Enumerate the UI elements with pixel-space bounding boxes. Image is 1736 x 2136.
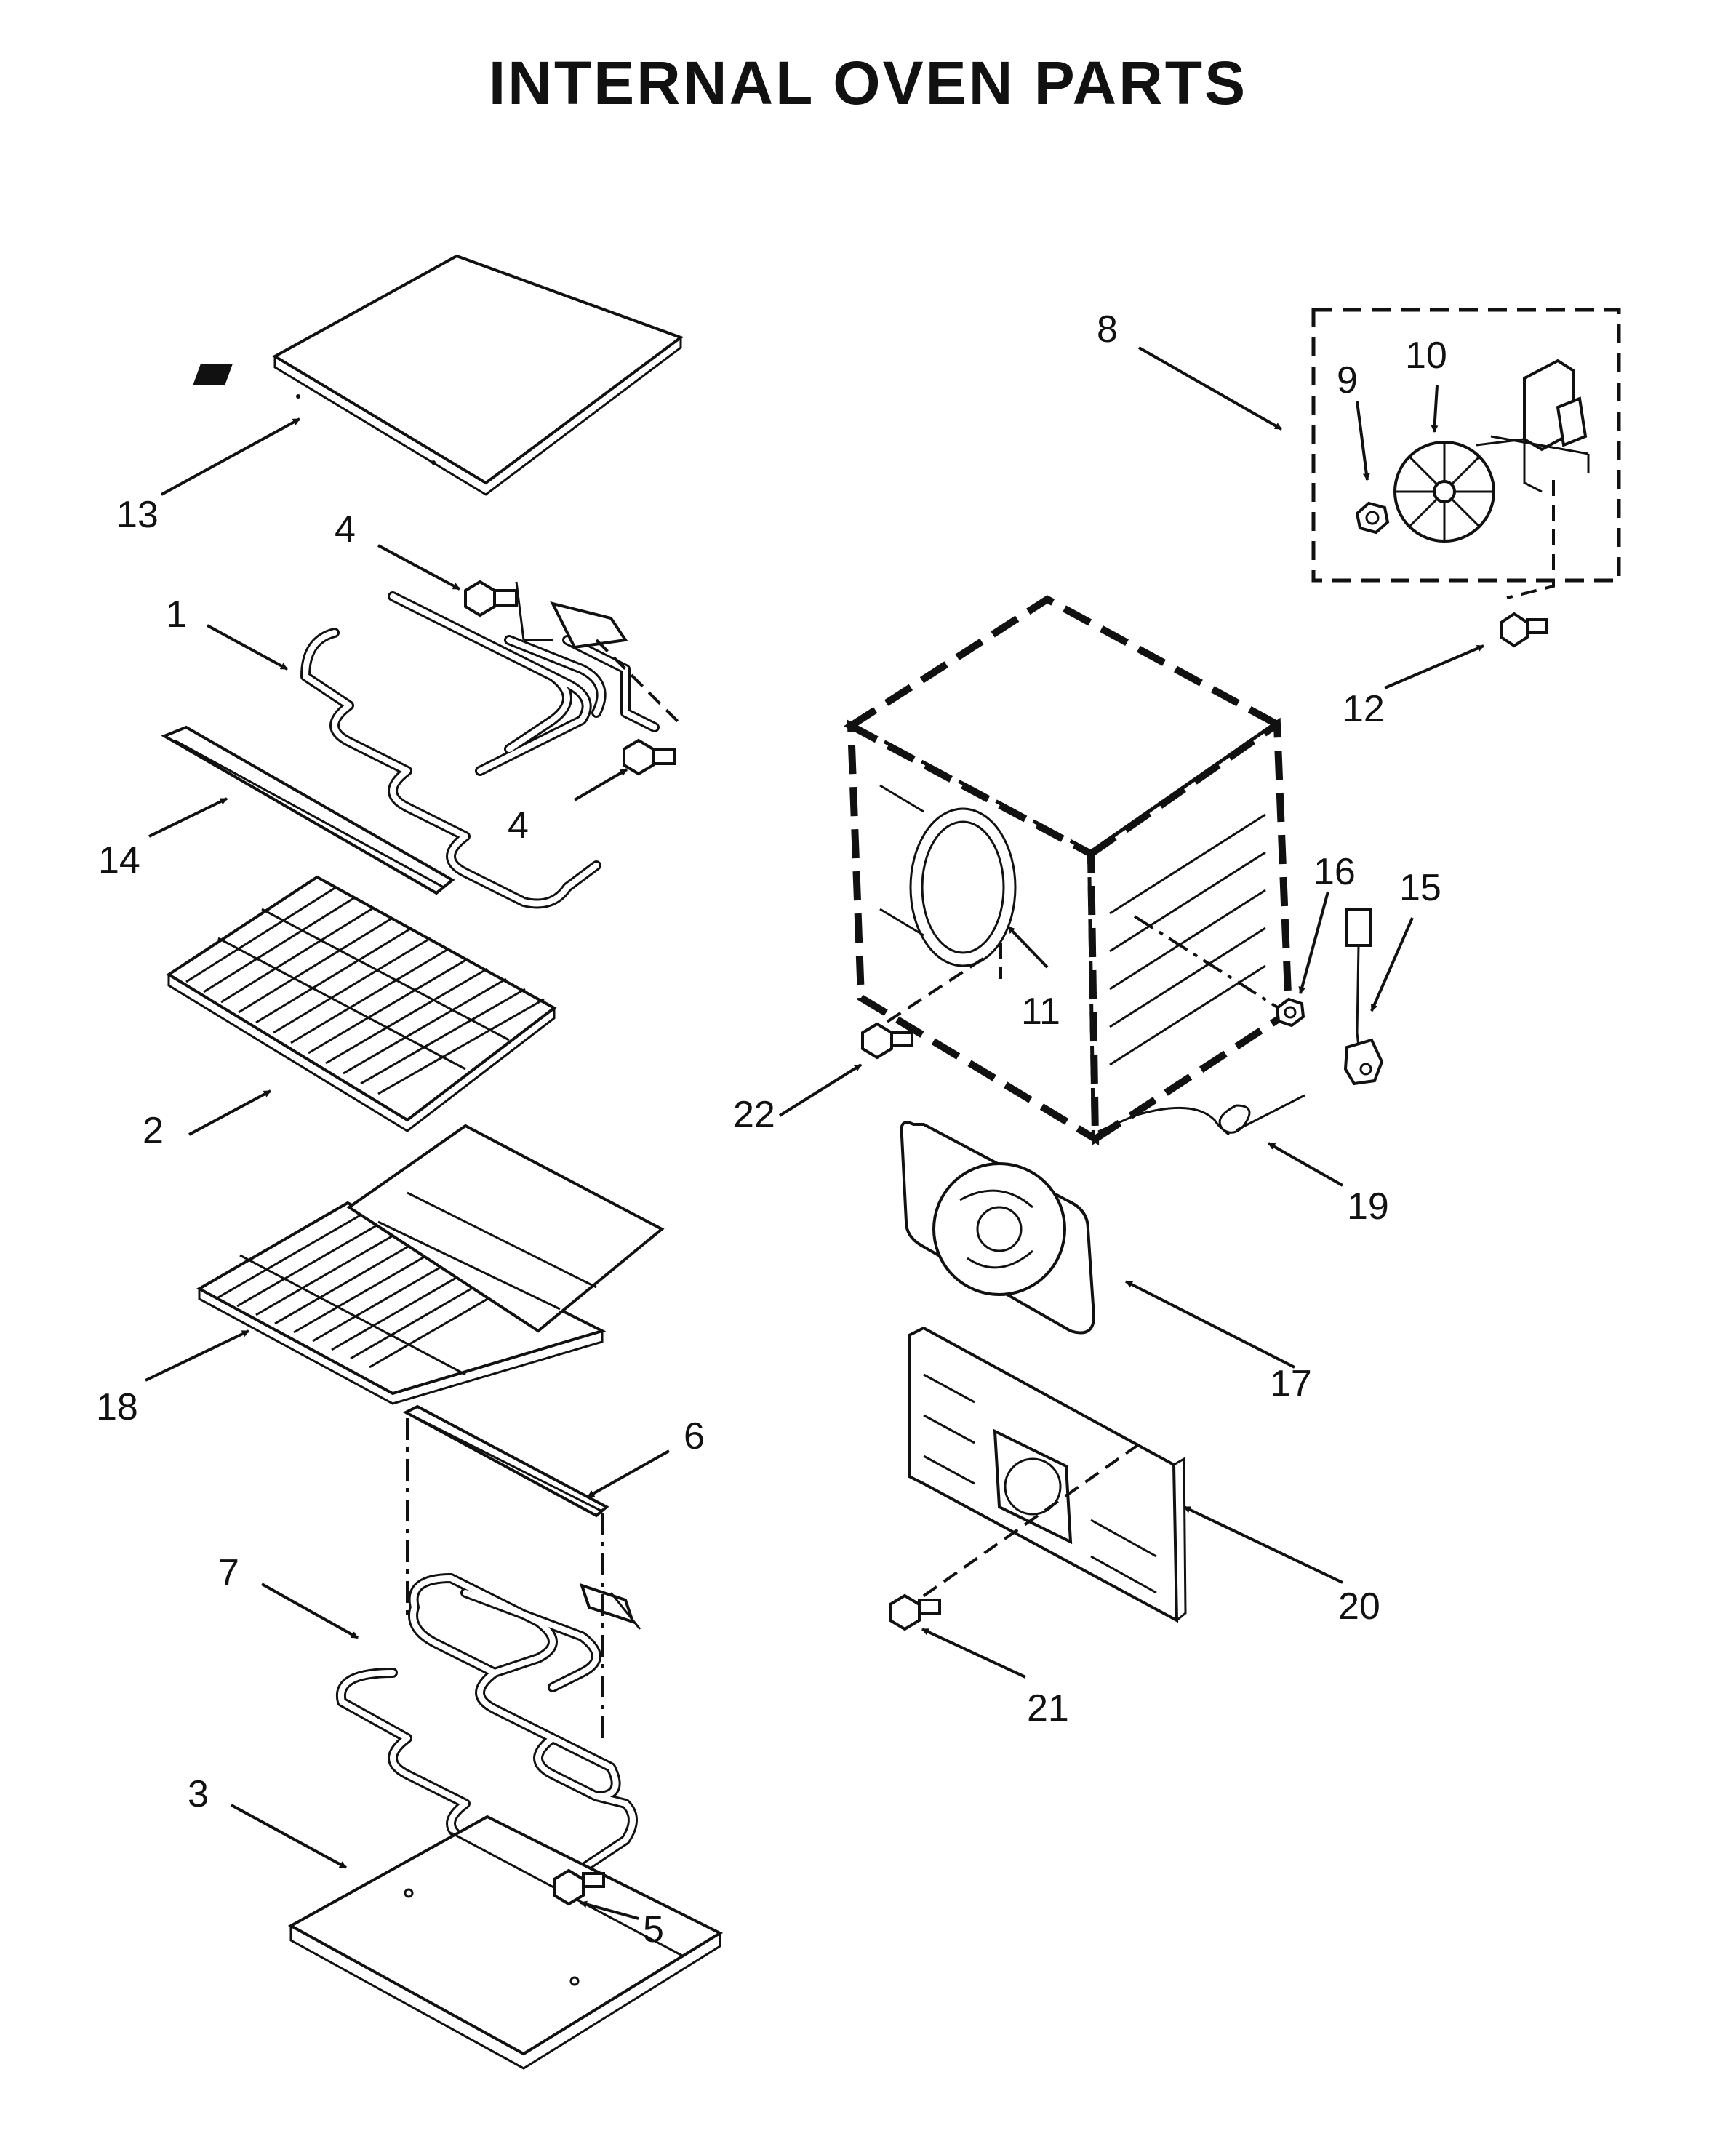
callout-15: 15 — [1399, 867, 1441, 909]
part-13-top-panel[interactable] — [193, 254, 684, 496]
dash-16 — [1133, 915, 1296, 1020]
callout-9: 9 — [1337, 359, 1358, 401]
leader-7 — [261, 1583, 359, 1639]
leader-12 — [1384, 644, 1484, 689]
leader-9 — [1356, 401, 1370, 481]
callout-1: 1 — [166, 593, 187, 636]
callout-4-lower: 4 — [508, 804, 529, 847]
part-7-bake-element[interactable] — [335, 1573, 641, 1881]
part-12-screw[interactable] — [1500, 612, 1548, 648]
part-18-extension-rack[interactable] — [196, 1124, 665, 1405]
leader-2 — [188, 1089, 271, 1136]
page-title: INTERNAL OVEN PARTS — [488, 49, 1248, 117]
part-4-screw-upper[interactable] — [464, 580, 518, 617]
leader-4-upper — [377, 544, 460, 591]
part-4-screw-lower[interactable] — [623, 738, 676, 776]
callout-13: 13 — [116, 494, 159, 536]
leader-3 — [231, 1804, 347, 1869]
dash-21 — [916, 1443, 1140, 1601]
leader-21 — [921, 1628, 1026, 1679]
leader-22 — [778, 1063, 863, 1117]
callout-14: 14 — [98, 839, 140, 881]
leader-10 — [1431, 385, 1439, 433]
callout-22: 22 — [733, 1094, 775, 1136]
part-19-meat-probe[interactable] — [1097, 1094, 1305, 1136]
callout-19: 19 — [1347, 1185, 1389, 1228]
leader-5 — [580, 1900, 639, 1920]
callout-5: 5 — [643, 1908, 664, 1951]
callout-6: 6 — [684, 1415, 705, 1457]
callout-20: 20 — [1338, 1585, 1380, 1628]
leader-18 — [145, 1329, 249, 1382]
dash-1 — [595, 639, 685, 729]
callout-18: 18 — [96, 1386, 138, 1428]
callout-7: 7 — [218, 1552, 239, 1594]
leader-13 — [161, 417, 300, 496]
convection-ring — [909, 807, 1017, 967]
part-14-trim-strip[interactable] — [161, 725, 455, 895]
part-10-fan-blade[interactable] — [1393, 441, 1495, 543]
part-1-broil-element[interactable] — [300, 581, 660, 909]
callout-8: 8 — [1097, 308, 1118, 351]
part-9-nut[interactable] — [1355, 501, 1390, 535]
part-17-convection-cover[interactable] — [900, 1121, 1096, 1335]
oven-cavity[interactable] — [844, 595, 1293, 1146]
leader-1 — [207, 624, 288, 671]
callout-2: 2 — [143, 1110, 164, 1152]
dash-22 — [871, 957, 985, 1033]
part-6-shield-strip[interactable] — [402, 1404, 609, 1518]
leader-20 — [1183, 1505, 1343, 1584]
callout-11: 11 — [1021, 991, 1060, 1033]
leader-17 — [1125, 1280, 1295, 1369]
callout-17: 17 — [1270, 1363, 1312, 1405]
callout-12: 12 — [1343, 688, 1385, 730]
leader-19 — [1268, 1142, 1343, 1187]
part-21-screw[interactable] — [889, 1593, 941, 1631]
dash-8 — [1506, 480, 1555, 599]
part-15-sensor[interactable] — [1343, 908, 1384, 1086]
callout-10: 10 — [1405, 335, 1447, 377]
assembly-8-box — [1311, 308, 1621, 583]
leader-6 — [587, 1449, 670, 1498]
leader-8 — [1138, 346, 1282, 431]
part-5-screw[interactable] — [553, 1868, 605, 1906]
convection-motor[interactable] — [1476, 359, 1590, 493]
leader-16 — [1298, 891, 1329, 994]
leader-15 — [1370, 917, 1414, 1012]
callout-16: 16 — [1313, 851, 1356, 893]
part-2-oven-rack[interactable] — [166, 875, 557, 1132]
leader-11 — [1007, 925, 1049, 969]
leader-4-lower — [573, 768, 628, 801]
part-22-screw[interactable] — [861, 1022, 913, 1060]
callout-3: 3 — [188, 1773, 209, 1815]
part-16-nut[interactable] — [1275, 997, 1305, 1028]
callout-21: 21 — [1027, 1687, 1069, 1729]
leader-14 — [148, 797, 228, 838]
part-20-rear-panel[interactable] — [908, 1326, 1187, 1623]
callout-4-upper: 4 — [335, 508, 356, 551]
